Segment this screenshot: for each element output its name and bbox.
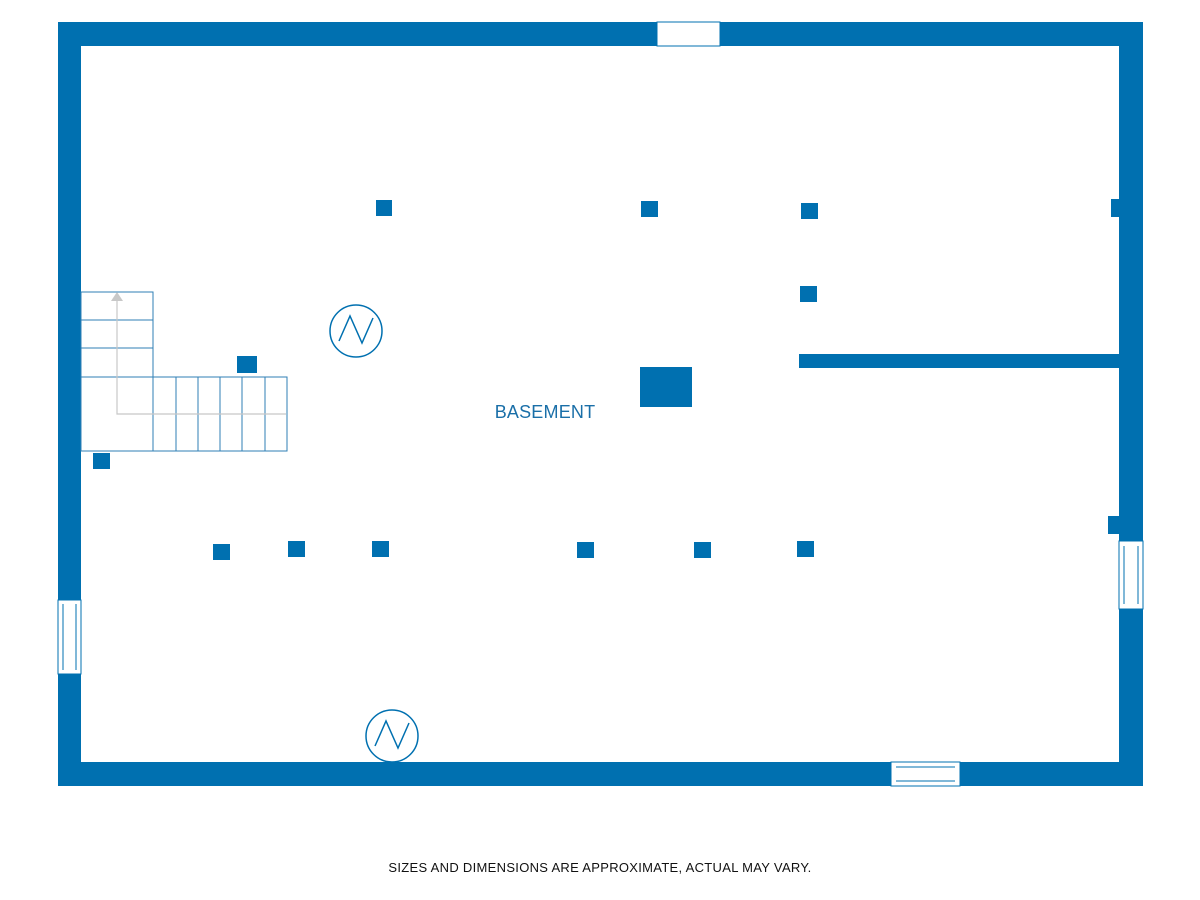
support-columns bbox=[93, 200, 818, 560]
column-icon bbox=[800, 286, 817, 302]
stair-arrow-icon bbox=[111, 292, 286, 415]
utility-symbol-icon bbox=[365, 709, 419, 763]
wall-bottom bbox=[58, 762, 1143, 786]
room-label: BASEMENT bbox=[495, 402, 596, 422]
column-icon bbox=[288, 541, 305, 557]
column-icon bbox=[694, 542, 711, 558]
window-icon bbox=[890, 761, 961, 787]
partition-nub-bottom bbox=[1108, 516, 1121, 534]
window-icon bbox=[656, 21, 721, 47]
utility-symbol-icon bbox=[329, 304, 383, 358]
column-icon bbox=[801, 203, 818, 219]
wall-right bbox=[1119, 22, 1143, 786]
window-icon bbox=[1118, 540, 1144, 610]
chimney-block bbox=[640, 367, 692, 407]
disclaimer-text: SIZES AND DIMENSIONS ARE APPROXIMATE, AC… bbox=[388, 860, 812, 875]
column-icon bbox=[577, 542, 594, 558]
partition-nub-top bbox=[1111, 199, 1121, 217]
column-icon bbox=[372, 541, 389, 557]
wall-top bbox=[58, 22, 1143, 46]
column-icon bbox=[93, 453, 110, 469]
column-icon bbox=[237, 356, 257, 373]
exterior-walls bbox=[58, 22, 1143, 786]
window-icon bbox=[57, 599, 82, 675]
column-icon bbox=[213, 544, 230, 560]
wall-left bbox=[58, 22, 81, 786]
column-icon bbox=[797, 541, 814, 557]
interior-partition-wall bbox=[799, 354, 1121, 368]
column-icon bbox=[376, 200, 392, 216]
column-icon bbox=[641, 201, 658, 217]
